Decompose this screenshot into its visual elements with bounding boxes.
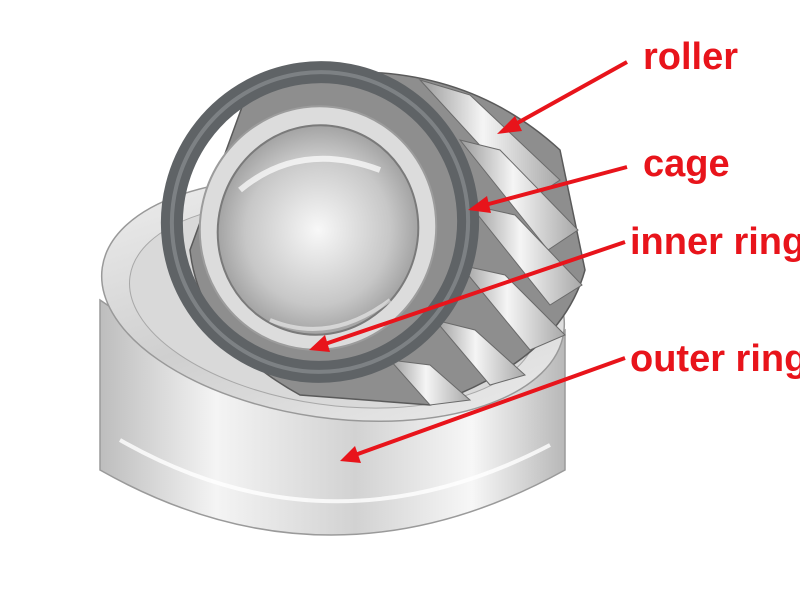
arrow-cage (468, 165, 628, 213)
arrow-roller (497, 60, 628, 134)
label-inner-ring: inner ring (630, 221, 800, 263)
label-cage: cage (643, 143, 730, 185)
label-outer-ring: outer ring (630, 338, 800, 380)
label-roller: roller (643, 36, 739, 78)
arrow-inner-ring (309, 240, 626, 352)
bore (216, 124, 420, 336)
arrow-outer-ring (340, 356, 626, 463)
